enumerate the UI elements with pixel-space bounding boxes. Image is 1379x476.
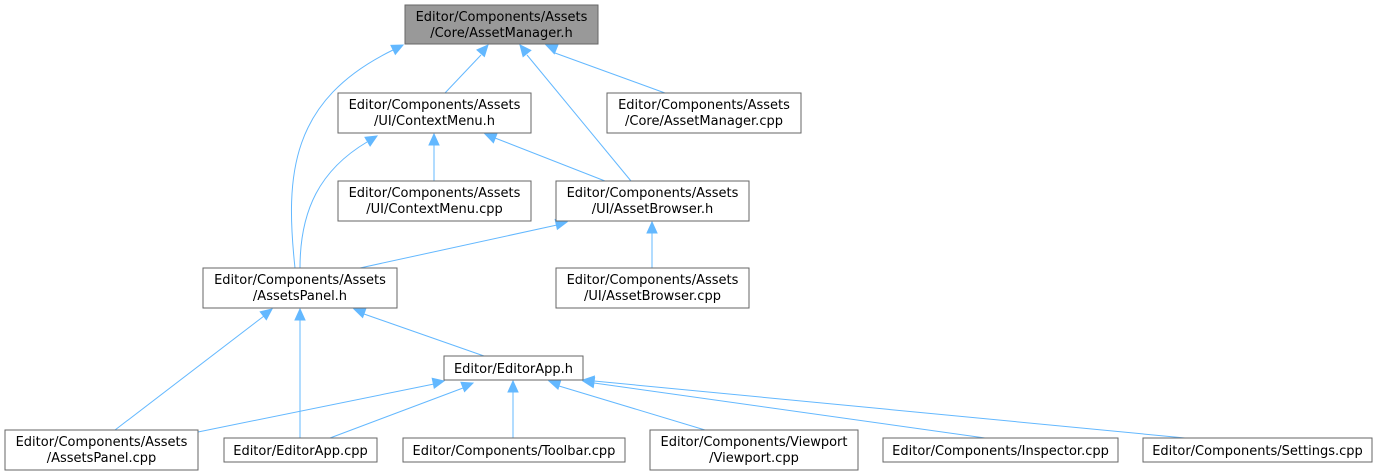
node-editor-app-h[interactable]: Editor/EditorApp.h (443, 355, 584, 381)
node-label-line: /Core/AssetManager.h (430, 26, 573, 41)
node-label-line: /AssetsPanel.h (253, 289, 347, 304)
node-asset-manager-cpp[interactable]: Editor/Components/Assets /Core/AssetMana… (606, 92, 802, 134)
edge-arrowhead (507, 379, 519, 393)
edge-arrowhead (476, 44, 489, 58)
node-label-line: /AssetsPanel.cpp (47, 451, 157, 466)
edge-line (197, 383, 435, 433)
node-label-line: Editor/Components/Assets (349, 186, 521, 201)
edge-assets-panel-cpp-to-editor-app-h (197, 377, 446, 433)
edge-line (114, 315, 265, 431)
node-context-menu-h[interactable]: Editor/Components/Assets /UI/ContextMenu… (337, 92, 532, 134)
node-label-line: Editor/Components/Assets (618, 98, 790, 113)
node-context-menu-cpp[interactable]: Editor/Components/Assets /UI/ContextMenu… (337, 180, 532, 222)
edge-line (291, 49, 394, 269)
edge-arrowhead (364, 135, 379, 147)
edge-arrowhead (646, 220, 658, 234)
edge-line (526, 54, 632, 182)
edge-assets-panel-h-to-asset-manager-h (291, 44, 405, 269)
node-label-line: Editor/Components/Toolbar.cpp (413, 444, 616, 459)
node-asset-browser-cpp[interactable]: Editor/Components/Assets /UI/AssetBrowse… (555, 267, 750, 309)
node-label-line: Editor/Components/Assets (416, 10, 588, 25)
node-inspector-cpp[interactable]: Editor/Components/Inspector.cpp (882, 437, 1119, 463)
graph-edges (114, 43, 1186, 439)
edge-line (299, 141, 368, 269)
edge-arrowhead (431, 377, 446, 389)
edge-arrowhead (390, 44, 405, 56)
edge-arrowhead (352, 307, 367, 319)
node-label-line: /UI/ContextMenu.h (374, 114, 495, 129)
node-label-line: Editor/Components/Assets (214, 273, 386, 288)
node-label-line: /Viewport.cpp (709, 451, 799, 466)
edge-line (363, 313, 485, 357)
node-label-line: /UI/AssetBrowser.cpp (584, 289, 721, 304)
node-label-line: Editor/Components/Assets (567, 273, 739, 288)
node-asset-browser-h[interactable]: Editor/Components/Assets /UI/AssetBrowse… (555, 180, 750, 222)
edge-asset-manager-cpp-to-asset-manager-h (544, 43, 666, 94)
edge-toolbar-cpp-to-editor-app-h (507, 379, 519, 438)
node-toolbar-cpp[interactable]: Editor/Components/Toolbar.cpp (402, 437, 626, 463)
node-asset-manager-h[interactable]: Editor/Components/Assets /Core/AssetMana… (404, 4, 599, 45)
edge-assets-panel-h-to-context-menu-h (299, 135, 379, 269)
edge-arrowhead (544, 43, 559, 55)
node-label-line: Editor/Components/Assets (16, 435, 188, 450)
edge-arrowhead (259, 308, 273, 321)
edge-line (359, 224, 558, 269)
edge-arrowhead (581, 375, 596, 387)
edge-assets-panel-h-to-asset-browser-h (359, 218, 569, 269)
edge-asset-browser-h-to-context-menu-h (483, 132, 606, 182)
edge-line (593, 380, 1186, 439)
edge-line (593, 382, 986, 439)
node-label-line: Editor/Components/Assets (567, 186, 739, 201)
edge-arrowhead (460, 381, 475, 393)
graph-nodes: Editor/Components/Assets /Core/AssetMana… (4, 4, 1373, 471)
edge-settings-cpp-to-editor-app-h (581, 375, 1186, 439)
edge-line (558, 385, 706, 431)
edge-arrowhead (294, 307, 306, 321)
edge-asset-browser-cpp-to-asset-browser-h (646, 220, 658, 268)
edge-editor-app-h-to-assets-panel-h (352, 307, 485, 357)
node-label-line: Editor/EditorApp.h (454, 362, 573, 377)
edge-assets-panel-cpp-to-assets-panel-h (114, 308, 273, 431)
edge-inspector-cpp-to-editor-app-h (581, 376, 986, 439)
node-label-line: /Core/AssetManager.cpp (625, 114, 783, 129)
node-assets-panel-cpp[interactable]: Editor/Components/Assets /AssetsPanel.cp… (4, 429, 199, 471)
node-label-line: /UI/AssetBrowser.h (592, 202, 714, 217)
edge-arrowhead (519, 44, 532, 58)
node-label-line: Editor/Components/Settings.cpp (1152, 444, 1363, 459)
node-editor-app-cpp[interactable]: Editor/EditorApp.cpp (223, 437, 378, 463)
edge-line (329, 387, 464, 439)
edge-editor-app-cpp-to-editor-app-h (329, 381, 475, 439)
edge-arrowhead (547, 378, 562, 390)
node-settings-cpp[interactable]: Editor/Components/Settings.cpp (1142, 437, 1373, 463)
edge-arrowhead (483, 132, 498, 144)
node-label-line: Editor/Components/Viewport (661, 435, 848, 450)
edge-arrowhead (428, 132, 440, 146)
edge-line (444, 54, 482, 94)
edge-editor-app-cpp-to-assets-panel-h (294, 307, 306, 438)
edge-asset-browser-h-to-asset-manager-h (519, 44, 632, 182)
edge-viewport-cpp-to-editor-app-h (547, 378, 706, 431)
node-viewport-cpp[interactable]: Editor/Components/Viewport /Viewport.cpp (649, 429, 859, 471)
node-label-line: Editor/Components/Inspector.cpp (892, 444, 1109, 459)
edge-context-menu-h-to-asset-manager-h (444, 44, 489, 94)
edge-line (554, 52, 666, 94)
node-label-line: Editor/EditorApp.cpp (233, 444, 368, 459)
edge-context-menu-cpp-to-context-menu-h (428, 132, 440, 181)
node-label-line: Editor/Components/Assets (349, 98, 521, 113)
node-assets-panel-h[interactable]: Editor/Components/Assets /AssetsPanel.h (202, 267, 398, 309)
node-label-line: /UI/ContextMenu.cpp (366, 202, 503, 217)
edge-line (494, 137, 606, 182)
